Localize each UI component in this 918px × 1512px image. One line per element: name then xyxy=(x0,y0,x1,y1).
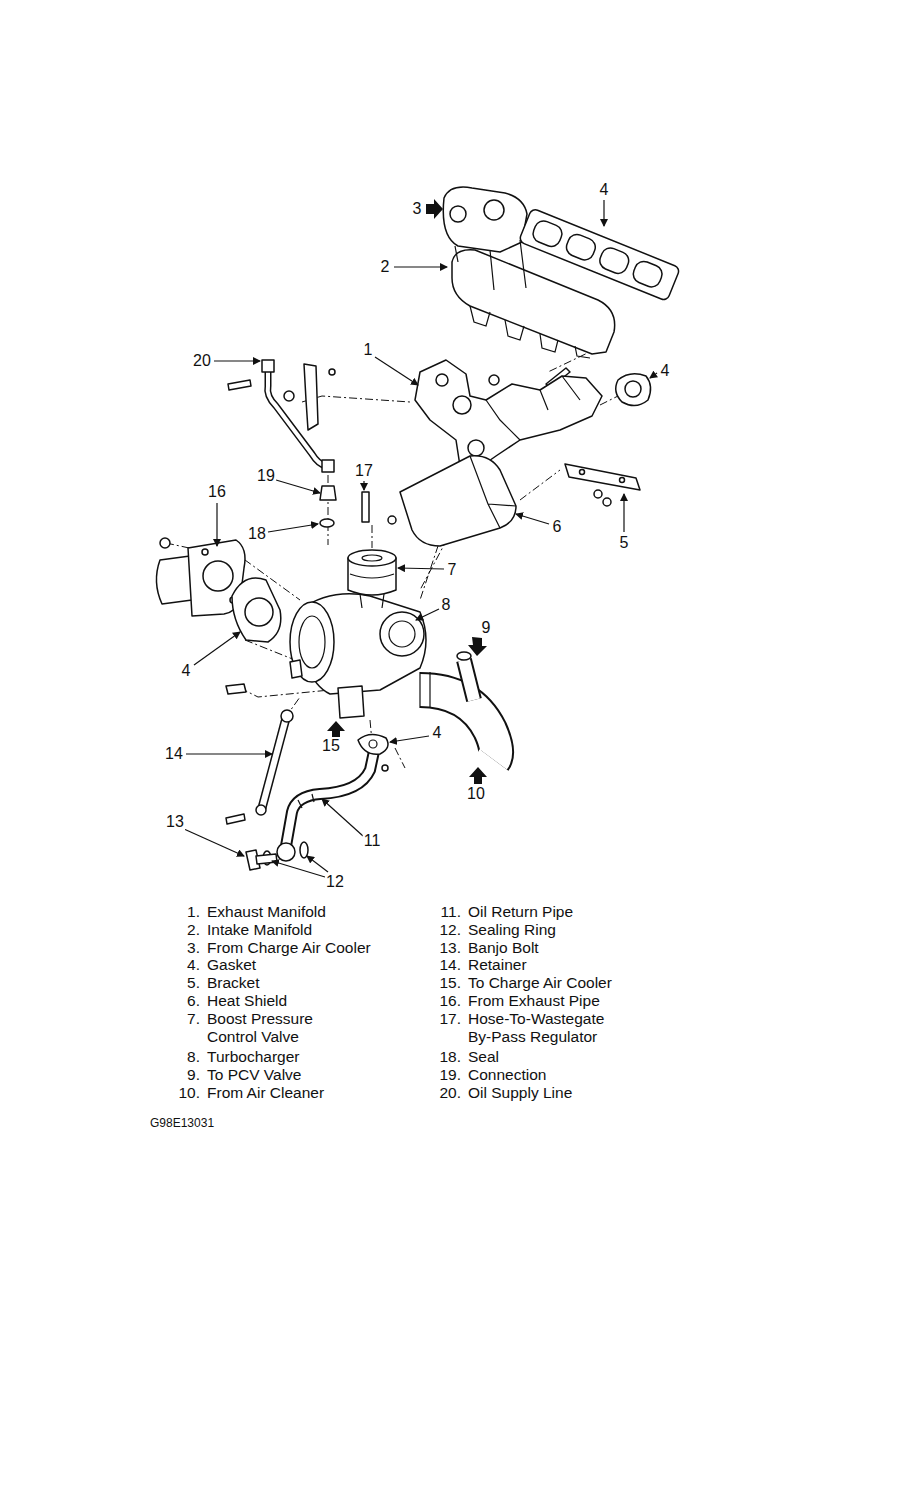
key-text: Sealing Ring xyxy=(468,921,556,939)
key-number: 13. xyxy=(431,939,461,957)
key-number: 5. xyxy=(170,974,200,992)
callout-number: 4 xyxy=(181,662,192,680)
key-number: 17. xyxy=(431,1010,461,1028)
key-text: Oil Supply Line xyxy=(468,1084,572,1102)
callout-number: 6 xyxy=(552,518,563,536)
callout-number: 18 xyxy=(247,525,267,543)
callout-number: 8 xyxy=(441,596,452,614)
boost-valve xyxy=(348,550,396,608)
oil-return-pipe xyxy=(246,734,388,870)
key-number: 2. xyxy=(170,921,200,939)
assembly-lines xyxy=(166,347,640,768)
callout-number: 1 xyxy=(363,341,374,359)
callout-number: 5 xyxy=(619,534,630,552)
callout-number: 9 xyxy=(481,619,492,637)
key-text: Oil Return Pipe xyxy=(468,903,573,921)
key-text: Retainer xyxy=(468,956,527,974)
key-text: Boost Pressure Control Valve xyxy=(207,1010,332,1046)
seal-ring xyxy=(320,519,334,527)
key-number: 10. xyxy=(170,1084,200,1102)
bracket xyxy=(565,464,640,506)
heat-shield xyxy=(400,456,516,546)
key-text: From Exhaust Pipe xyxy=(468,992,600,1010)
intake-gasket xyxy=(519,208,681,301)
callout-number: 10 xyxy=(466,785,486,803)
key-number: 20. xyxy=(431,1084,461,1102)
key-text: Seal xyxy=(468,1048,499,1066)
figure-code: G98E13031 xyxy=(150,1116,214,1130)
key-text: Intake Manifold xyxy=(207,921,312,939)
callout-number: 17 xyxy=(354,462,374,480)
key-number: 11. xyxy=(431,903,461,921)
flow-arrows xyxy=(327,199,487,784)
key-number: 8. xyxy=(170,1048,200,1066)
nut xyxy=(388,516,396,524)
key-number: 6. xyxy=(170,992,200,1010)
connection-fitting xyxy=(320,486,336,500)
intake-manifold xyxy=(443,187,614,358)
key-number: 9. xyxy=(170,1066,200,1084)
key-text: Banjo Bolt xyxy=(468,939,539,957)
key-number: 7. xyxy=(170,1010,200,1028)
turbocharger xyxy=(226,594,426,718)
callout-number: 4 xyxy=(599,181,610,199)
callout-number: 7 xyxy=(447,561,458,579)
key-text: Bracket xyxy=(207,974,260,992)
key-text: Hose-To-Wastegate By-Pass Regulator xyxy=(468,1010,628,1046)
callout-number: 2 xyxy=(380,258,391,276)
callout-number: 20 xyxy=(192,352,212,370)
retainer xyxy=(226,710,293,824)
key-text: Exhaust Manifold xyxy=(207,903,326,921)
key-text: From Charge Air Cooler xyxy=(207,939,371,957)
callout-number: 11 xyxy=(363,832,382,850)
key-number: 4. xyxy=(170,956,200,974)
key-text: Turbocharger xyxy=(207,1048,299,1066)
key-text: From Air Cleaner xyxy=(207,1084,324,1102)
exhaust-gasket xyxy=(616,374,651,406)
key-number: 12. xyxy=(431,921,461,939)
wastegate-hose xyxy=(362,492,369,522)
key-number: 3. xyxy=(170,939,200,957)
callout-number: 3 xyxy=(412,200,423,218)
callout-number: 13 xyxy=(165,813,185,831)
key-number: 18. xyxy=(431,1048,461,1066)
callout-number: 16 xyxy=(207,483,227,501)
key-text: Gasket xyxy=(207,956,256,974)
callout-number: 4 xyxy=(432,724,443,742)
key-text: Connection xyxy=(468,1066,546,1084)
exhaust-manifold xyxy=(415,360,602,470)
key-number: 1. xyxy=(170,903,200,921)
key-number: 15. xyxy=(431,974,461,992)
key-number: 14. xyxy=(431,956,461,974)
callout-number: 12 xyxy=(325,873,345,891)
key-text: Heat Shield xyxy=(207,992,287,1010)
oil-supply-line xyxy=(228,360,335,472)
callout-number: 14 xyxy=(164,745,184,763)
air-intake-hose xyxy=(420,652,496,760)
key-text: To Charge Air Cooler xyxy=(468,974,612,992)
key-number: 19. xyxy=(431,1066,461,1084)
callout-number: 4 xyxy=(660,362,671,380)
leader-lines xyxy=(184,200,657,877)
callout-number: 15 xyxy=(321,737,341,755)
key-number: 16. xyxy=(431,992,461,1010)
key-text: To PCV Valve xyxy=(207,1066,301,1084)
callout-number: 19 xyxy=(256,467,276,485)
